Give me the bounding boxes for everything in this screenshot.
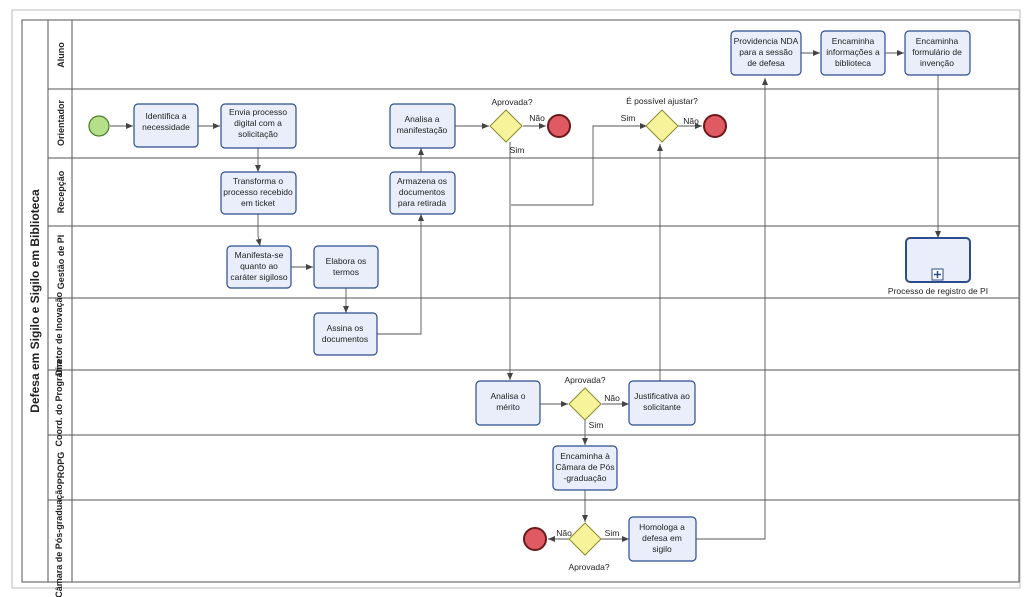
flow-ajustar-retorno xyxy=(511,123,647,206)
flow-label-sim-1: Sim xyxy=(510,145,525,155)
lane-label-coord: Coord. do Programa xyxy=(54,359,64,447)
gateway-label-aprovada-orientador: Aprovada? xyxy=(491,97,532,107)
gateway-label-aprovada-camara: Aprovada? xyxy=(568,562,609,572)
lane-label-camara: Câmara de Pós-graduação xyxy=(54,484,64,597)
end-event-camara xyxy=(523,527,547,551)
flow-label-nao-3: Não xyxy=(604,393,620,403)
gateway-label-ajustar: É possível ajustar? xyxy=(626,96,698,106)
subprocess-registro-pi: Processo de registro de PI xyxy=(888,237,988,296)
lane-label-orientador: Orientador xyxy=(56,100,66,147)
subprocess-label: Processo de registro de PI xyxy=(888,286,988,296)
gateway-aprovada-orientador xyxy=(489,109,523,143)
flow-label-nao-4: Não xyxy=(556,528,572,538)
start-event xyxy=(88,115,110,137)
lane-label-recepcao: Recepção xyxy=(56,170,66,213)
gateway-aprovada-camara xyxy=(568,522,602,556)
gateway-aprovada-coord xyxy=(568,387,602,421)
end-event-ajustar xyxy=(703,114,727,138)
lane-label-diretor: Diretor de Inovação xyxy=(54,291,64,376)
lane-label-propg: PROPG xyxy=(56,452,66,485)
flow-assina-armazena xyxy=(377,214,424,335)
flow-label-nao-2: Não xyxy=(683,116,699,126)
flow-label-sim-2: Sim xyxy=(621,113,636,123)
end-event-orientador xyxy=(547,114,571,138)
flow-label-sim-3: Sim xyxy=(589,420,604,430)
gateway-ajustar xyxy=(645,109,679,143)
gateway-label-aprovada-coord: Aprovada? xyxy=(564,375,605,385)
flow-homologa-providencia xyxy=(696,78,768,540)
flow-label-nao-1: Não xyxy=(529,113,545,123)
lane-label-aluno: Aluno xyxy=(56,42,66,68)
pool-title: Defesa em Sigilo e Sigilo em Biblioteca xyxy=(28,189,42,413)
lane-label-gestao: Gestão de PI xyxy=(56,235,66,290)
flow-transforma-manifesta xyxy=(255,213,262,247)
flow-label-sim-4: Sim xyxy=(605,528,620,538)
